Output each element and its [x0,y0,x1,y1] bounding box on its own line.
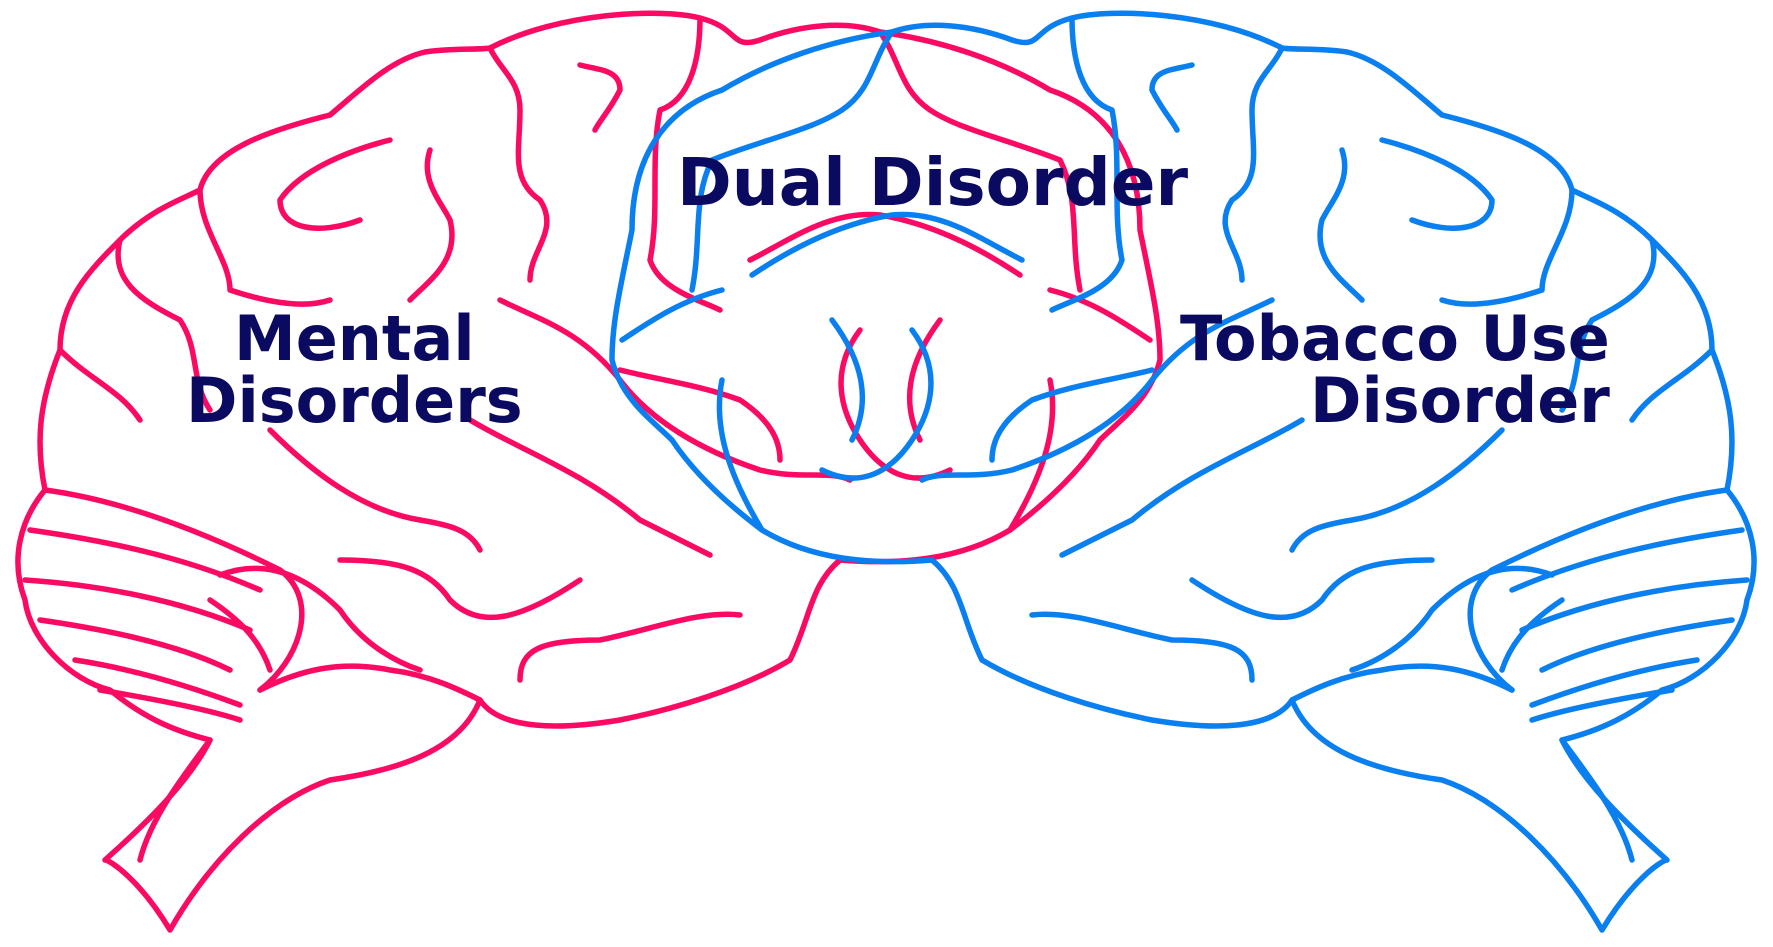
mental-disorders-line-2: Disorders [186,370,523,432]
brain-left-inner-3 [750,214,1020,275]
brain-left-fold-4 [280,140,390,228]
brain-right-fold-10 [1032,614,1252,680]
brain-right-fold-4 [1382,140,1492,228]
brain-left-inner-7 [1050,290,1150,340]
brain-left-fold-9 [340,560,580,617]
brain-left-fold-8 [270,430,480,550]
brain-left-cerebellum-9 [260,666,480,700]
mental-disorders-line-1: Mental [186,308,523,370]
brain-left-fold-7 [60,350,140,420]
brain-left-fold-10 [520,614,740,680]
brain-right-inner-3 [752,214,1022,275]
brain-left-fold-2 [580,65,620,130]
brain-right-inner-7 [622,290,722,340]
brain-right-inner-4 [822,330,931,478]
tobacco-use-disorder-line-2: Disorder [1180,370,1610,432]
brain-left-cerebellum-8 [210,600,270,670]
brain-right-cerebellum-9 [1292,666,1512,700]
tobacco-use-disorder-line-1: Tobacco Use [1180,308,1610,370]
dual-disorder-label: Dual Disorder [677,150,1188,216]
brain-right-stem [1562,740,1632,860]
brain-left-stem [140,740,210,860]
brain-right-fold-2 [1152,65,1192,130]
brain-right-cerebellum-4 [1542,620,1732,670]
brain-right-fold-3 [1320,150,1362,300]
brain-left-fold-3 [410,150,452,300]
brain-left-cerebellum-4 [40,620,230,670]
brain-right-fold-8 [1292,430,1502,550]
brain-left-inner-4 [841,330,950,478]
mental-disorders-label: Mental Disorders [186,308,523,432]
brain-right-fold-7 [1632,350,1712,420]
brain-right-cerebellum-8 [1502,600,1562,670]
tobacco-use-disorder-label: Tobacco Use Disorder [1180,308,1610,432]
brain-left-fold-5 [200,190,330,304]
brain-left-fold-11 [500,300,850,480]
brain-right-fold-9 [1192,560,1432,617]
brain-left-fold-1 [490,48,547,280]
brain-right-fold-5 [1442,190,1572,304]
brain-right-fold-1 [1225,48,1282,280]
